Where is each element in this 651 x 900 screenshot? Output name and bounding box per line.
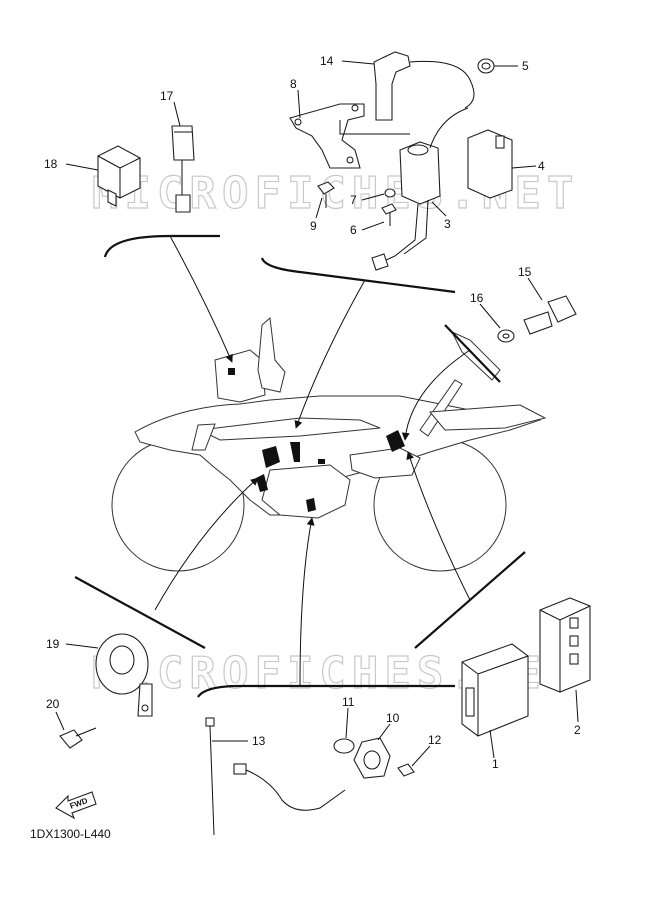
callout-1: 1 (492, 757, 499, 771)
callout-4: 4 (538, 159, 545, 173)
callout-9: 9 (310, 219, 317, 233)
part-11-o-ring (333, 738, 355, 754)
callout-16: 16 (470, 291, 484, 305)
callout-19: 19 (46, 637, 60, 651)
callout-10: 10 (386, 711, 400, 725)
part-15-sensor (523, 295, 577, 335)
callout-3: 3 (444, 217, 451, 231)
callout-8: 8 (290, 77, 297, 91)
callout-12: 12 (428, 733, 442, 747)
part-13-cable-tie (205, 717, 215, 836)
callout-17: 17 (160, 89, 174, 103)
highlighted-locations (228, 368, 405, 512)
fwd-arrow-icon: FWD (55, 791, 97, 820)
part-7-washer (384, 188, 396, 198)
callout-20: 20 (46, 697, 60, 711)
callout-11: 11 (342, 695, 355, 709)
part-12-bolt (397, 763, 415, 777)
part-16-washer (497, 329, 515, 343)
part-14-plug-cap (373, 51, 475, 121)
part-20-bolt (59, 727, 97, 749)
part-9-bolt (317, 181, 335, 208)
callout-7: 7 (350, 193, 357, 207)
callout-13: 13 (252, 734, 266, 748)
diagram-code: 1DX1300-L440 (30, 827, 111, 841)
part-5-grommet (477, 58, 495, 74)
part-8-bracket (289, 103, 365, 169)
part-harness (233, 763, 346, 811)
part-2-rectifier (539, 597, 591, 693)
callout-18: 18 (44, 157, 58, 171)
part-1-cdi-unit (461, 643, 529, 737)
motorcycle-outline (111, 316, 547, 572)
callout-5: 5 (522, 59, 529, 73)
part-18-relay (97, 145, 141, 207)
callout-2: 2 (574, 723, 581, 737)
callout-numbers: 1 2 3 4 5 6 7 8 9 10 11 12 13 14 15 16 1… (44, 54, 581, 771)
callout-14: 14 (320, 54, 334, 68)
part-4-cover (467, 129, 513, 199)
part-3-ignition-coil (339, 107, 469, 271)
callout-6: 6 (350, 223, 357, 237)
part-19-horn (95, 633, 153, 717)
part-6-bolt (381, 203, 397, 226)
arrows (154, 235, 471, 687)
part-10-sensor (353, 737, 391, 779)
leader-lines (55, 60, 579, 767)
part-17-connector (171, 125, 195, 213)
callout-15: 15 (518, 265, 532, 279)
